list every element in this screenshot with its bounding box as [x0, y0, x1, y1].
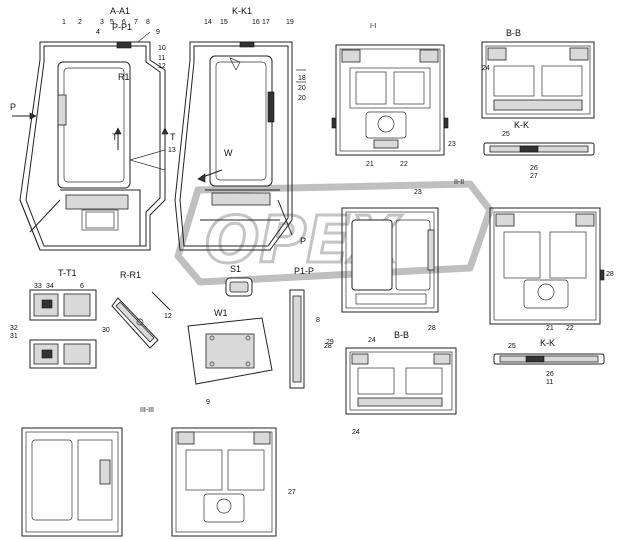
callout: 29: [326, 339, 334, 346]
callout: 26: [546, 371, 554, 378]
callout: 17: [262, 19, 270, 26]
callout: 6: [122, 19, 126, 26]
callout: 28: [428, 325, 436, 332]
label-k-k-top: K-K: [514, 120, 529, 130]
callout: 15: [220, 19, 228, 26]
callout: 16: [252, 19, 260, 26]
callout: 6: [80, 283, 84, 290]
label-k-k1: K-K1: [232, 6, 252, 16]
callout: 34: [46, 283, 54, 290]
callout: 31: [10, 333, 18, 340]
callout: 3: [100, 19, 104, 26]
view-k-k1: [174, 41, 306, 251]
view-ii-ii: [341, 207, 439, 313]
view-b-b-top: [481, 41, 595, 119]
label-p1-p: P1-P: [294, 266, 314, 276]
callout: 10: [158, 45, 166, 52]
callout: 9: [206, 399, 210, 406]
view-a-a1: [12, 31, 169, 251]
view-w1: [187, 317, 273, 385]
callout: 7: [134, 19, 138, 26]
label-r1: R1: [118, 72, 130, 82]
callout: 8: [316, 317, 320, 324]
callout: 23: [448, 141, 456, 148]
callout: 27: [530, 173, 538, 180]
view-k-k-mid: [493, 353, 605, 365]
callout: 22: [400, 161, 408, 168]
label-p-small: P: [300, 236, 306, 246]
callout: 33: [34, 283, 42, 290]
callout: 21: [546, 325, 554, 332]
callout: 5: [110, 19, 114, 26]
label-s1: S1: [230, 264, 241, 274]
callout: 9: [156, 29, 160, 36]
callout: 12: [164, 313, 172, 320]
callout: 21: [366, 161, 374, 168]
callout: 25: [508, 343, 516, 350]
view-s1: [225, 277, 253, 297]
callout-numbers: 1 2 3 4 5 6 7 8 9 10 11 12 13 14 15 16 1…: [10, 19, 614, 496]
callout: 19: [286, 19, 294, 26]
callout: 20: [298, 95, 306, 102]
callout: 23: [414, 189, 422, 196]
view-p1-p: [289, 289, 305, 389]
callout: 25: [502, 131, 510, 138]
label-ii-ii: II-II: [454, 179, 464, 186]
view-r-r1: [111, 291, 171, 349]
view-b-b-mid: [345, 347, 457, 415]
label-r-r1: R-R1: [120, 270, 141, 280]
callout: 28: [324, 343, 332, 350]
section-labels: A-A1 K-K1 P-P1 I-I B-B K-K II-II T-T1 R-…: [10, 6, 555, 414]
view-iii-iii: [21, 427, 123, 537]
label-a-a1: A-A1: [110, 6, 130, 16]
callout: 18: [298, 75, 306, 82]
view-t-t1: [29, 289, 97, 369]
callout: 32: [10, 325, 18, 332]
callout: 26: [530, 165, 538, 172]
label-p-p1: P-P1: [112, 22, 132, 32]
view-i-i-bottom: [171, 427, 277, 537]
label-t-right: T: [170, 132, 176, 142]
callout: 27: [288, 489, 296, 496]
view-k-k-top: [483, 142, 595, 156]
callout: 1: [62, 19, 66, 26]
callout: 11: [546, 379, 553, 386]
callout: 12: [158, 63, 166, 70]
label-w: W: [224, 148, 233, 158]
label-t-t1: T-T1: [58, 268, 77, 278]
view-i-i: [331, 44, 449, 156]
label-k-k-mid: K-K: [540, 338, 555, 348]
callout: 22: [566, 325, 574, 332]
callout: 24: [482, 65, 490, 72]
view-i-i-right: [489, 207, 605, 325]
callout: 28: [606, 271, 614, 278]
label-b-b-top: B-B: [506, 28, 521, 38]
callout: 24: [368, 337, 376, 344]
callout: 14: [204, 19, 212, 26]
label-i-i: I-I: [370, 23, 376, 30]
callout: 30: [102, 327, 110, 334]
callout: 4: [96, 29, 100, 36]
callout: 11: [158, 55, 165, 62]
label-iii-iii: III-III: [140, 407, 154, 414]
callout: 13: [168, 147, 176, 154]
label-w1: W1: [214, 308, 228, 318]
label-t-left: T: [112, 132, 118, 142]
callout: 2: [78, 19, 82, 26]
callout: 8: [146, 19, 150, 26]
callout: 24: [352, 429, 360, 436]
callout: 20: [298, 85, 306, 92]
label-b-b-mid: B-B: [394, 330, 409, 340]
label-p: P: [10, 102, 16, 112]
